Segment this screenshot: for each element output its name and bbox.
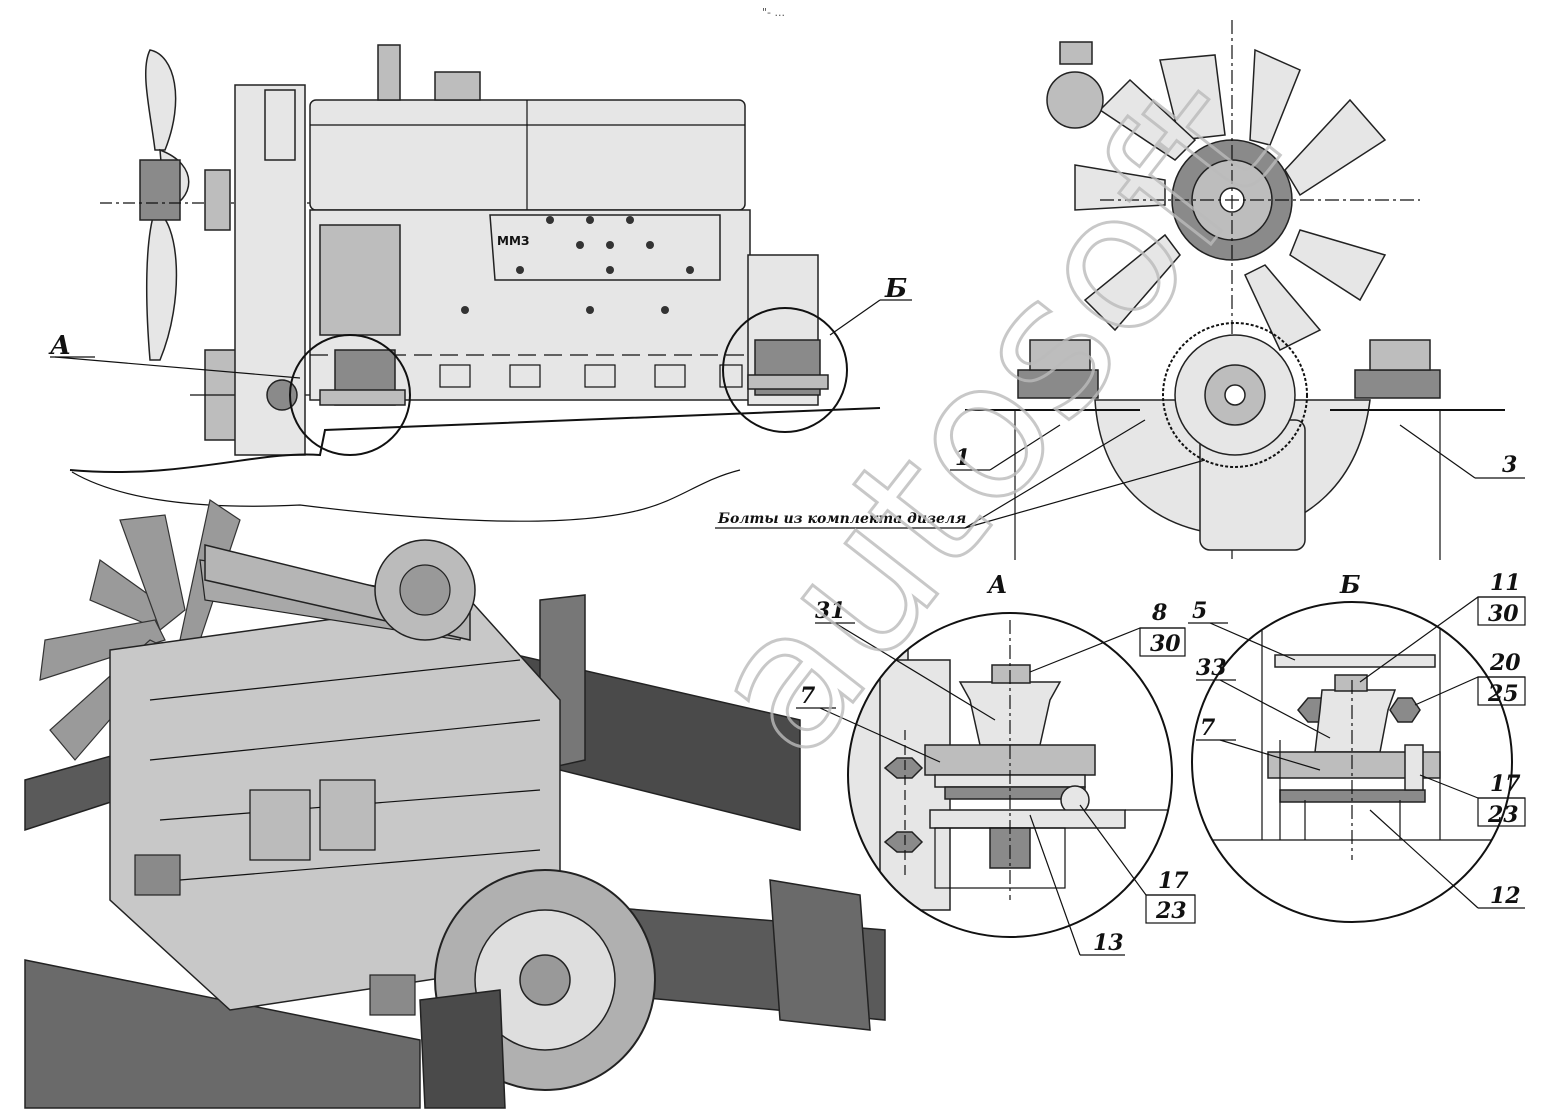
detail-b-label-25: 25 [1487,681,1519,707]
detail-b-title: Б [1339,570,1361,599]
header-mark: "- ... [762,6,785,19]
svg-text:ММЗ: ММЗ [497,234,529,248]
detail-b-label-11: 11 [1490,570,1521,596]
detail-a-label-23: 23 [1155,898,1187,924]
callout-label-b: Б [884,274,907,304]
detail-a-label-17: 17 [1158,868,1189,894]
engine-isometric-view [24,499,886,1109]
label-3: 3 [1502,452,1517,478]
detail-a-label-31: 31 [815,598,846,624]
callout-circle-b [722,307,848,433]
detail-a-label-30: 30 [1150,631,1181,657]
detail-a-label-7: 7 [800,683,816,709]
detail-a-title: А [986,570,1008,599]
detail-b-label-30: 30 [1488,601,1519,627]
detail-b-label-17: 17 [1490,771,1521,797]
detail-b-label-12: 12 [1490,883,1521,909]
callout-label-a: А [48,331,71,361]
detail-a-label-8: 8 [1151,600,1167,626]
engine-front-view: 1 3 Болты из комплекта дизеля [715,20,1525,560]
bolts-note: Болты из комплекта дизеля [717,511,966,527]
detail-a-label-13: 13 [1093,930,1124,956]
detail-b-label-5: 5 [1192,598,1207,624]
label-1: 1 [955,445,970,471]
detail-b-label-7: 7 [1200,715,1216,741]
detail-b: Б 5 11 [1188,570,1526,923]
engine-side-view: ММЗ А Б [48,44,912,522]
callout-circle-a [289,334,411,456]
detail-b-label-23: 23 [1487,802,1519,828]
detail-b-label-20: 20 [1489,650,1521,676]
detail-b-label-33: 33 [1196,655,1227,681]
